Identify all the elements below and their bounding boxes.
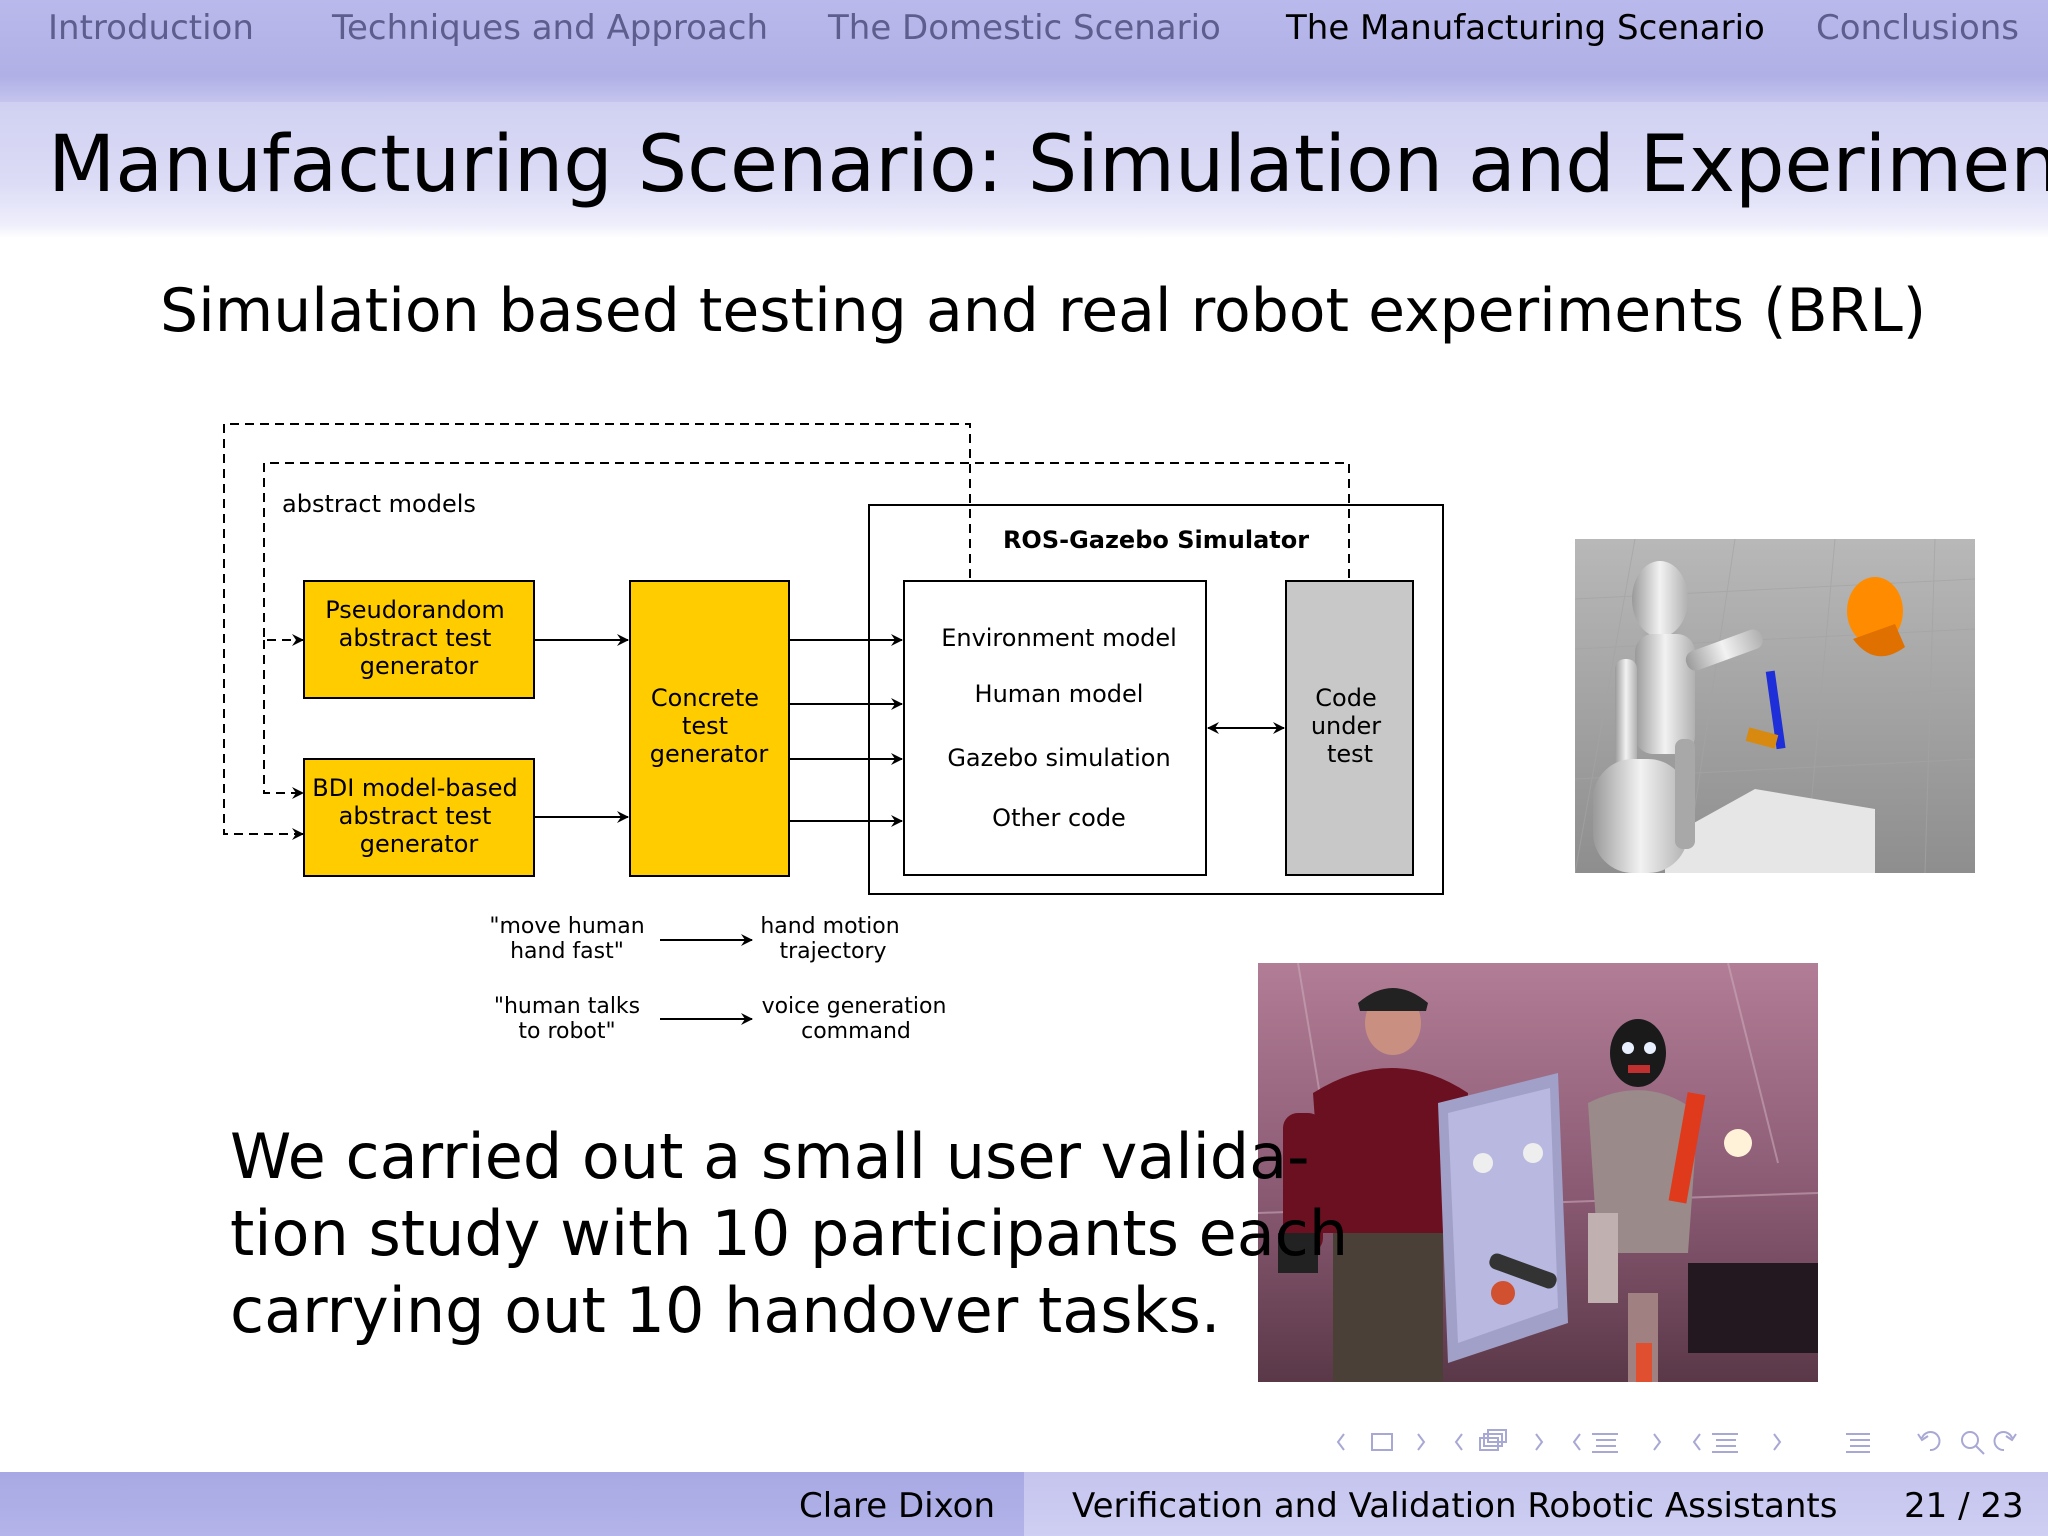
nav-item-introduction[interactable]: Introduction [48, 8, 254, 48]
frame-next-icon[interactable] [1417, 1433, 1426, 1451]
ros-gazebo-simulator-label: ROS-Gazebo Simulator [1003, 526, 1309, 554]
toc-icon[interactable] [1846, 1433, 1870, 1453]
pseudorandom-line-3: generator [360, 652, 479, 680]
section-nav-bar: Introduction Techniques and Approach The… [0, 0, 2048, 102]
bdi-line-3: generator [360, 830, 479, 858]
forward-icon[interactable] [1993, 1431, 2017, 1452]
abstract-models-label: abstract models [282, 490, 476, 518]
bdi-line-1: BDI model-based [312, 774, 518, 802]
section-next-icon[interactable] [1653, 1433, 1662, 1451]
body-line-1: We carried out a small user valida- [230, 1120, 1310, 1193]
sub-prev-icon[interactable] [1692, 1433, 1701, 1451]
bdi-generator-box [303, 758, 535, 877]
code-under-test-line-1: Code [1315, 684, 1376, 712]
sub-icon[interactable] [1712, 1433, 1738, 1453]
body-line-3: carrying out 10 handover tasks. [230, 1274, 1221, 1347]
beamer-nav-controls [1336, 1429, 2017, 1455]
env-item-other-code: Other code [992, 804, 1126, 832]
footer-right: Verification and Validation Robotic Assi… [1024, 1472, 2048, 1536]
concrete-line-2: test [682, 712, 728, 740]
nav-item-domestic[interactable]: The Domestic Scenario [828, 8, 1221, 48]
code-under-test-line-3: test [1327, 740, 1373, 768]
concrete-line-1: Concrete [651, 684, 759, 712]
concrete-line-3: generator [650, 740, 769, 768]
nav-item-techniques[interactable]: Techniques and Approach [332, 8, 769, 48]
title-bar [0, 102, 2048, 238]
dashed-loop-inner-branch [263, 640, 304, 799]
nav-item-manufacturing[interactable]: The Manufacturing Scenario [1286, 8, 1765, 48]
subsection-next-icon[interactable] [1535, 1433, 1544, 1451]
search-icon[interactable] [1961, 1431, 1985, 1455]
slide-subtitle: Simulation based testing and real robot … [160, 276, 1927, 346]
example-2-concrete-line-2: command [801, 1019, 911, 1044]
subsection-prev-icon[interactable] [1454, 1433, 1463, 1451]
footer-page-number: 21 / 23 [1904, 1486, 2024, 1526]
example-1-concrete-line-1: hand motion [760, 914, 899, 939]
example-1-concrete-line-2: trajectory [779, 939, 886, 964]
code-under-test-line-2: under [1311, 712, 1381, 740]
env-item-human-model: Human model [975, 680, 1144, 708]
code-under-test-box [1285, 580, 1414, 876]
pseudorandom-generator-box [303, 580, 535, 699]
body-line-2: tion study with 10 participants each [230, 1197, 1349, 1270]
footer-left: Clare Dixon [0, 1472, 1024, 1536]
env-item-environment-model: Environment model [941, 624, 1177, 652]
handover-experiment-photo [1258, 963, 1818, 1382]
footer-talk-title: Verification and Validation Robotic Assi… [1072, 1486, 1838, 1526]
study-description: We carried out a small user valida- tion… [230, 1118, 1349, 1349]
slide-title: Manufacturing Scenario: Simulation and E… [48, 120, 2048, 210]
example-1-abstract-line-1: "move human [489, 914, 644, 939]
gazebo-simulation-image [1575, 539, 1975, 873]
sub-next-icon[interactable] [1773, 1433, 1782, 1451]
section-prev-icon[interactable] [1572, 1433, 1581, 1451]
example-1-abstract-line-2: hand fast" [510, 939, 624, 964]
ros-gazebo-simulator-box [868, 504, 1444, 895]
footer-author: Clare Dixon [799, 1486, 996, 1526]
back-icon[interactable] [1917, 1431, 1941, 1452]
dashed-loop-inner [263, 462, 1350, 646]
concrete-generator-box [629, 580, 790, 877]
frame-icon[interactable] [1371, 1433, 1393, 1451]
frame-prev-icon[interactable] [1336, 1433, 1345, 1451]
example-2-abstract-line-1: "human talks [494, 994, 640, 1019]
example-2-abstract-line-2: to robot" [518, 1019, 615, 1044]
section-icon[interactable] [1592, 1433, 1618, 1453]
pseudorandom-line-1: Pseudorandom [325, 596, 505, 624]
example-2-concrete-line-1: voice generation [762, 994, 947, 1019]
environment-box [903, 580, 1207, 876]
nav-item-conclusions[interactable]: Conclusions [1816, 8, 2020, 48]
dashed-loop-outer [223, 423, 971, 840]
env-item-gazebo-simulation: Gazebo simulation [947, 744, 1170, 772]
bdi-line-2: abstract test [339, 802, 492, 830]
subsection-icon[interactable] [1479, 1429, 1507, 1451]
footer-bar: Clare Dixon Verification and Validation … [0, 1472, 2048, 1536]
pseudorandom-line-2: abstract test [339, 624, 492, 652]
